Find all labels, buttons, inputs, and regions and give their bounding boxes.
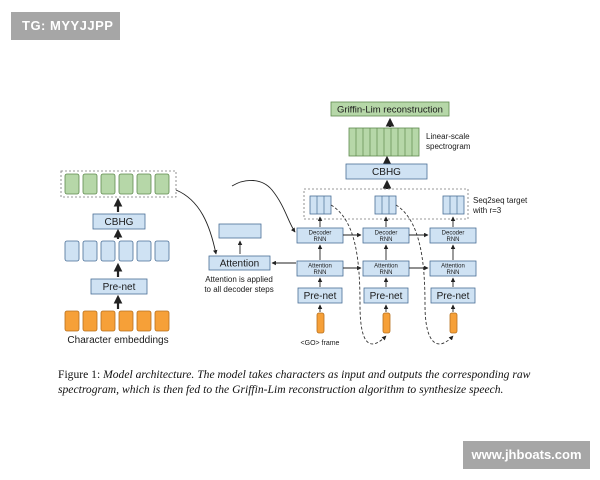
attention-rnn-label-line-1: Attention — [374, 264, 398, 270]
encoder-feature-cell — [118, 240, 134, 262]
decoder-rnn-label-line-1: Decoder — [442, 231, 465, 237]
encoder-output-cell — [154, 173, 170, 195]
attention-rnn-step-2: Attention RNN — [362, 260, 410, 277]
seq2seq-r-label: with r=3 — [472, 206, 502, 215]
encoder-output-cell — [100, 173, 116, 195]
spectrogram-label: spectrogram — [426, 142, 471, 151]
char-embeddings-label: Character embeddings — [67, 335, 168, 346]
output-frames-step-3 — [442, 195, 465, 215]
arrow-encoder-to-attention — [175, 189, 218, 255]
encoder-prenet-box — [90, 278, 148, 295]
attention-context-box — [218, 223, 262, 239]
caption-lead: Figure 1: — [58, 368, 104, 381]
char-embedding-cell — [118, 310, 134, 332]
encoder-output-frame — [60, 170, 177, 198]
linear-scale-label: Linear-scale — [426, 132, 470, 141]
arrow-context-to-decoder — [231, 180, 296, 233]
encoder-output-cell — [82, 173, 98, 195]
decoder-prenet-step-3: Pre-net — [430, 287, 476, 304]
output-frames-step-1 — [309, 195, 332, 215]
decoder-input-frame-2 — [382, 312, 391, 334]
encoder-cbhg-box — [92, 213, 146, 230]
attention-rnn-step-3: Attention RNN — [429, 260, 477, 277]
attention-rnn-label-line-2: RNN — [380, 270, 393, 276]
decoder-prenet-step-2: Pre-net — [363, 287, 409, 304]
caption-body: Model architecture. The model takes char… — [58, 368, 531, 396]
output-frames-step-2 — [374, 195, 397, 215]
encoder-output-row — [64, 173, 170, 195]
encoder-feature-cell — [154, 240, 170, 262]
encoder-prenet-label: Pre-net — [103, 282, 136, 293]
attention-rnn-step-1: Attention RNN — [296, 260, 344, 277]
decoder-rnn-label-line-2: RNN — [380, 237, 393, 243]
encoder-feature-cell — [64, 240, 80, 262]
decoder-rnn-label-line-1: Decoder — [375, 231, 398, 237]
encoder-feature-row — [64, 240, 170, 262]
decoder-rnn-label-line-1: Decoder — [309, 231, 332, 237]
decoder-cbhg-label: CBHG — [372, 167, 401, 178]
linear-spectrogram-block — [348, 127, 420, 157]
decoder-prenet-label: Pre-net — [437, 291, 470, 302]
feedback-loop-2 — [395, 204, 454, 345]
encoder-cbhg-label: CBHG — [105, 217, 134, 228]
decoder-prenet-step-1: Pre-net — [297, 287, 343, 304]
encoder-output-cell — [118, 173, 134, 195]
char-embedding-cell — [82, 310, 98, 332]
char-embedding-cell — [64, 310, 80, 332]
attention-note-line-2: to all decoder steps — [204, 285, 273, 294]
watermark-top-left: TG: MYYJJPP — [11, 12, 120, 40]
attention-rnn-label-line-1: Attention — [441, 264, 465, 270]
go-frame-label: <GO> frame — [301, 340, 340, 347]
seq2seq-target-label: Seq2seq target — [473, 196, 528, 205]
griffin-lim-label: Griffin-Lim reconstruction — [337, 105, 443, 116]
attention-rnn-label-line-2: RNN — [314, 270, 327, 276]
char-embedding-cell — [154, 310, 170, 332]
encoder-output-cell — [64, 173, 80, 195]
encoder-feature-cell — [136, 240, 152, 262]
watermark-bottom-right: www.jhboats.com — [463, 441, 590, 469]
griffin-lim-box — [330, 101, 450, 117]
decoder-rnn-step-3: Decoder RNN — [429, 227, 477, 244]
decoder-prenet-label: Pre-net — [304, 291, 337, 302]
attention-rnn-label-line-1: Attention — [308, 264, 332, 270]
character-embedding-row — [64, 310, 170, 332]
encoder-feature-cell — [82, 240, 98, 262]
decoder-rnn-label-line-2: RNN — [447, 237, 460, 243]
feedback-loop-1 — [330, 204, 387, 345]
attention-rnn-label-line-2: RNN — [447, 270, 460, 276]
attention-note-line-1: Attention is applied — [205, 275, 273, 284]
decoder-rnn-step-1: Decoder RNN — [296, 227, 344, 244]
decoder-rnn-label-line-2: RNN — [314, 237, 327, 243]
go-frame-input — [316, 312, 325, 334]
figure-caption: Figure 1: Model architecture. The model … — [58, 367, 558, 397]
attention-box — [208, 255, 271, 271]
encoder-output-cell — [136, 173, 152, 195]
attention-label: Attention — [220, 259, 259, 270]
char-embedding-cell — [136, 310, 152, 332]
char-embedding-cell — [100, 310, 116, 332]
decoder-rnn-step-2: Decoder RNN — [362, 227, 410, 244]
decoder-cbhg-box — [345, 163, 428, 180]
encoder-feature-cell — [100, 240, 116, 262]
decoder-input-frame-3 — [449, 312, 458, 334]
decoder-prenet-label: Pre-net — [370, 291, 403, 302]
